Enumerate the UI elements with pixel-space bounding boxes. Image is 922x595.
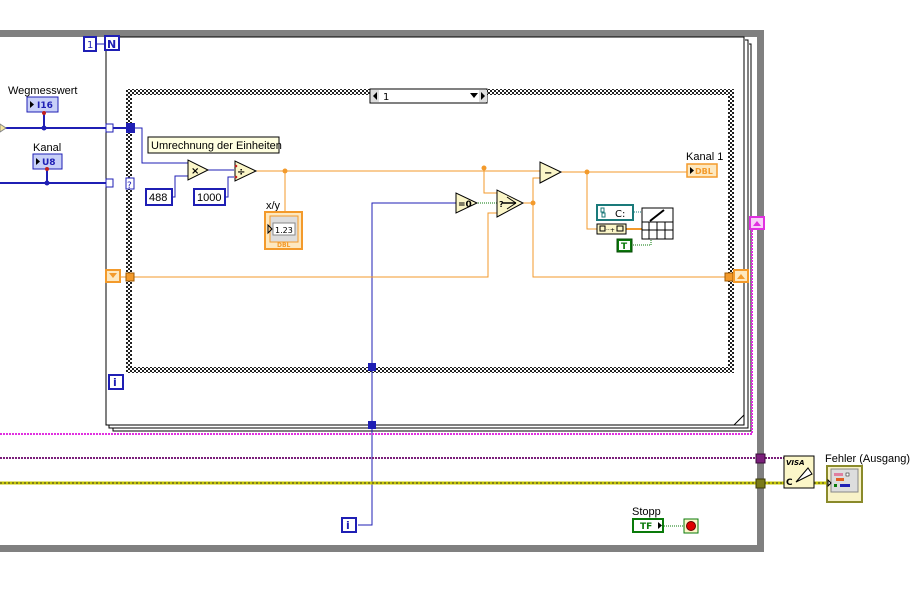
for-loop-iteration-terminal: i: [108, 374, 124, 390]
indicator-label: x/y: [266, 200, 281, 212]
while-loop-top-border: [0, 30, 764, 37]
constant-1000[interactable]: 1000: [193, 188, 226, 206]
comment-label[interactable]: Umrechnung der Einheiten: [147, 136, 282, 154]
count-terminal-n: N: [107, 38, 116, 51]
path-value: C:: [615, 209, 625, 220]
stop-label: Stopp: [632, 506, 661, 518]
stop-icon: [686, 521, 696, 531]
hand-icon: [795, 467, 813, 483]
control-label: Kanal: [33, 142, 61, 154]
svg-text:488: 488: [149, 192, 167, 204]
bool-value: T: [621, 242, 628, 252]
svg-text:i: i: [113, 376, 117, 389]
indicator-type: DBL: [695, 167, 713, 176]
loop-condition-terminal[interactable]: [683, 518, 699, 534]
write-spreadsheet-node[interactable]: [641, 207, 674, 240]
control-type: I16: [37, 101, 53, 111]
for-loop-tunnel-i[interactable]: [368, 421, 376, 429]
visa-sublabel: C: [786, 478, 793, 488]
svg-text:··+: ··+: [606, 227, 615, 234]
case-dropdown-icon[interactable]: [470, 93, 478, 98]
count-constant: 1: [87, 40, 93, 51]
case-tunnel-left[interactable]: [125, 272, 135, 282]
divide-symbol: ÷: [237, 167, 245, 178]
case-selector[interactable]: 1: [369, 88, 488, 104]
multiply-node[interactable]: ×: [187, 159, 210, 181]
auto-index-tunnel[interactable]: [105, 178, 114, 188]
case-tunnel-i[interactable]: [368, 363, 376, 371]
while-loop-bottom-border: [0, 545, 764, 552]
indicator-fehler-ausgang[interactable]: Fehler (Ausgang): [825, 453, 910, 503]
svg-text:Umrechnung der Einheiten: Umrechnung der Einheiten: [151, 140, 282, 152]
equal-zero-symbol: =0: [458, 200, 472, 210]
svg-text:i: i: [346, 519, 350, 532]
svg-text:?: ?: [127, 181, 132, 191]
shift-register-refnum[interactable]: [749, 216, 765, 230]
for-loop-resize-corner[interactable]: [732, 413, 745, 426]
multiply-symbol: ×: [191, 166, 199, 177]
stop-control[interactable]: Stopp TF: [632, 506, 664, 533]
visa-tunnel[interactable]: [755, 453, 766, 464]
auto-index-tunnel[interactable]: [105, 123, 114, 133]
error-tunnel[interactable]: [755, 478, 766, 489]
indicator-label: Kanal 1: [686, 151, 723, 163]
case-selector-terminal[interactable]: [126, 123, 135, 133]
wire-source-arrow: [0, 123, 7, 133]
case-selector-value: 1: [383, 92, 389, 103]
while-loop-right-border: [757, 30, 764, 552]
equal-zero-node[interactable]: =0: [455, 192, 479, 214]
select-node[interactable]: ?: [496, 189, 525, 218]
subtract-node[interactable]: −: [539, 161, 563, 184]
indicator-kanal-1[interactable]: Kanal 1 DBL: [686, 151, 723, 178]
number-to-string-node[interactable]: ··+: [596, 223, 627, 235]
svg-text:1000: 1000: [197, 192, 221, 204]
divide-node[interactable]: ÷: [234, 160, 258, 182]
while-loop-iteration-terminal: i: [341, 517, 357, 533]
case-tunnel[interactable]: [125, 177, 135, 190]
visa-close-node[interactable]: VISA C: [783, 455, 815, 489]
shift-register-right[interactable]: [733, 269, 749, 283]
stop-type: TF: [640, 522, 652, 532]
control-label: Wegmesswert: [8, 85, 77, 97]
path-constant[interactable]: C:: [596, 204, 634, 221]
select-symbol: ?: [499, 200, 504, 209]
bool-constant-true[interactable]: T: [616, 238, 633, 253]
constant-488[interactable]: 488: [145, 188, 173, 206]
for-loop-count[interactable]: 1 N: [83, 35, 120, 52]
indicator-label: Fehler (Ausgang): [825, 453, 910, 465]
shift-register-left[interactable]: [105, 269, 121, 283]
subtract-symbol: −: [544, 168, 552, 179]
pencil-icon: [649, 209, 665, 222]
visa-label: VISA: [786, 459, 804, 467]
indicator-value: 1.23: [275, 226, 293, 235]
case-tunnel-right[interactable]: [724, 272, 734, 282]
indicator-type: DBL: [277, 242, 291, 249]
control-kanal[interactable]: Kanal U8: [32, 142, 63, 171]
while-loop[interactable]: [0, 30, 764, 552]
control-wegmesswert[interactable]: Wegmesswert I16: [8, 85, 77, 115]
indicator-xy[interactable]: x/y 1.23 DBL: [264, 200, 303, 250]
control-type: U8: [42, 158, 56, 168]
wires: [0, 113, 828, 527]
